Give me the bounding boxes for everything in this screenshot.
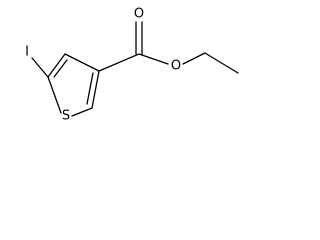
bond-ch2-ch3	[204, 52, 239, 74]
bond-c4-c5-inner	[86, 72, 94, 105]
atom-carbonyl-oxygen: O	[134, 7, 144, 22]
bond-carbonyl-ester-o	[138, 53, 169, 65]
atom-ester-oxygen: O	[171, 59, 181, 74]
bond-c4-carbonyl	[98, 53, 140, 72]
bond-s-c2	[47, 76, 62, 114]
atom-iodine: I	[25, 45, 29, 60]
bond-c3-c4	[64, 53, 100, 72]
bond-ester-o-ch2	[182, 52, 206, 65]
atom-sulfur: S	[62, 109, 70, 124]
bond-c2-c3-inner	[53, 59, 68, 78]
structure-diagram: I S O O	[25, 7, 239, 124]
bond-c2-c3	[47, 53, 66, 78]
bond-c4-c5	[91, 70, 100, 109]
bond-c2-iodine	[31, 57, 49, 78]
bond-c5-s	[71, 107, 93, 117]
